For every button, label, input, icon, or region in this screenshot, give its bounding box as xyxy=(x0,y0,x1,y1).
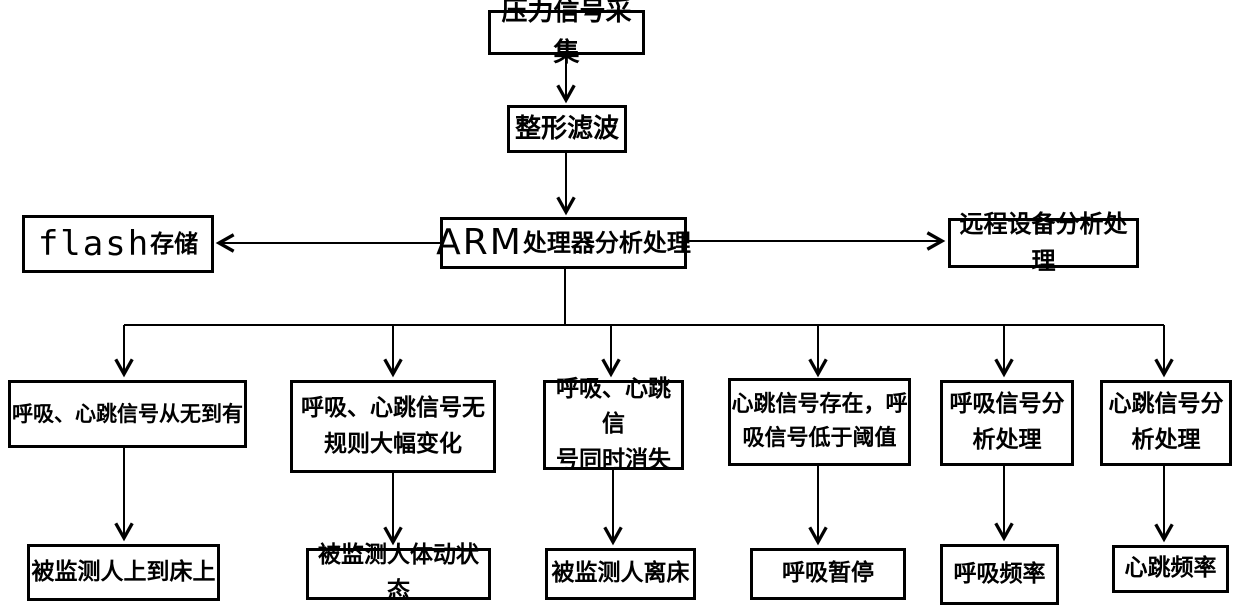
node-heartbeat-signal-analysis: 心跳信号分 析处理 xyxy=(1100,380,1232,466)
node-label: 整形滤波 xyxy=(514,113,619,144)
node-label: 呼吸暂停 xyxy=(782,560,874,587)
node-label-line2: 吸信号低于阈值 xyxy=(742,426,897,451)
node-label: 被监测人上到床上 xyxy=(31,558,216,585)
node-label: flash 存储 xyxy=(38,227,198,261)
node-label-line1: 心跳信号存在，呼 xyxy=(731,391,908,417)
node-irregular-large-change: 呼吸、心跳信号无 规则大幅变化 xyxy=(290,380,496,473)
node-label: 远程设备分析处理 xyxy=(959,209,1128,275)
node-person-off-bed: 被监测人离床 xyxy=(545,548,696,600)
node-label-line2: 析处理 xyxy=(972,427,1042,453)
node-breath-signal-analysis: 呼吸信号分 析处理 xyxy=(940,380,1074,466)
node-signal-appear: 呼吸、心跳信号从无到有 xyxy=(8,380,247,448)
node-flash-storage: flash 存储 xyxy=(22,215,214,273)
node-label: ARM 处理器分析处理 xyxy=(436,225,691,261)
node-label: 呼吸、心跳信号从无到有 xyxy=(12,401,243,426)
node-body-movement-state: 被监测人体动状态 xyxy=(306,542,491,604)
node-label: 被监测人离床 xyxy=(551,560,690,587)
node-label: 被监测人体动状态 xyxy=(318,542,479,604)
node-pressure-signal-collection: 压力信号采集 xyxy=(488,0,645,68)
arm-latin-text: ARM xyxy=(436,222,523,263)
node-signals-disappear: 呼吸、心跳信 号同时消失 xyxy=(543,376,684,473)
node-label-line2: 规则大幅变化 xyxy=(324,430,462,457)
flash-latin-text: flash xyxy=(37,224,151,264)
flash-cn-text: 存储 xyxy=(150,230,199,258)
node-label-line1: 呼吸信号分 xyxy=(949,391,1065,418)
node-label-line2: 析处理 xyxy=(1131,427,1201,453)
node-label: 心跳频率 xyxy=(1124,555,1217,582)
node-remote-device-analysis: 远程设备分析处理 xyxy=(948,210,1139,275)
node-label: 压力信号采集 xyxy=(501,0,632,68)
node-shaping-filter: 整形滤波 xyxy=(507,105,627,153)
node-label: 呼吸频率 xyxy=(953,560,1046,587)
node-label-line1: 心跳信号分 xyxy=(1108,391,1224,418)
node-breath-rate: 呼吸频率 xyxy=(940,544,1059,605)
node-apnea: 呼吸暂停 xyxy=(750,548,906,600)
node-label-line1: 呼吸、心跳信号无 xyxy=(301,394,485,421)
node-breath-below-threshold: 心跳信号存在，呼 吸信号低于阈值 xyxy=(728,378,911,466)
node-label-line1: 呼吸、心跳信 xyxy=(556,375,671,438)
node-label-line2: 号同时消失 xyxy=(556,446,671,473)
arm-cn-text: 处理器分析处理 xyxy=(522,229,691,257)
node-person-on-bed: 被监测人上到床上 xyxy=(27,544,220,601)
node-heart-rate: 心跳频率 xyxy=(1112,545,1229,593)
node-arm-processor: ARM 处理器分析处理 xyxy=(436,217,691,269)
